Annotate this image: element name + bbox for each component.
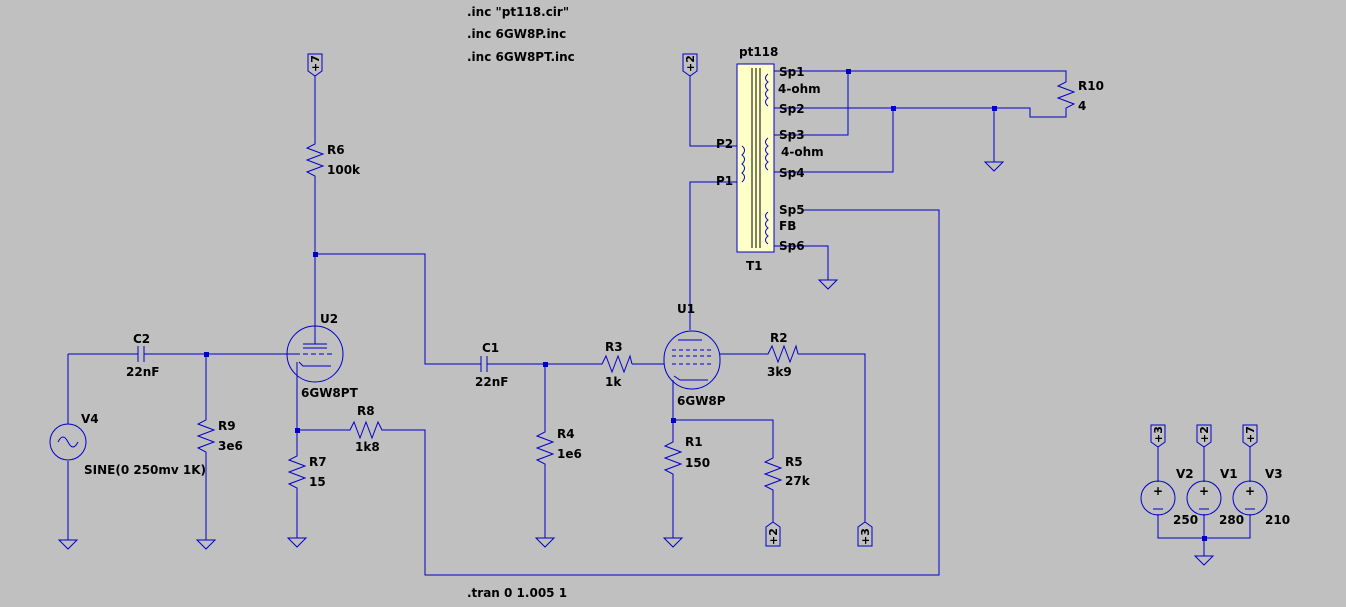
flag-plus2-supply-text: +2: [1198, 426, 1211, 443]
v1-value: 280: [1219, 513, 1244, 527]
pin-sp3: Sp3: [779, 128, 805, 142]
pin-p1: P1: [716, 174, 733, 188]
pin-sp2: Sp2: [779, 102, 805, 116]
resistor-r3[interactable]: R3 1k: [596, 340, 633, 389]
resistor-r7[interactable]: R7 15: [287, 450, 327, 492]
resistor-r6[interactable]: R6 100k: [305, 138, 361, 182]
c2-label: C2: [133, 332, 150, 346]
power-flags: +7 +2 +2 +3 +3 +2 +7: [307, 53, 1258, 547]
t1-model: pt118: [739, 45, 778, 59]
resistor-r5[interactable]: R5 27k: [763, 452, 811, 494]
flag-plus2-bottom-text: +2: [767, 528, 780, 545]
source-v2[interactable]: + V2 250: [1140, 467, 1198, 527]
wires: [67, 70, 1251, 576]
r8-value: 1k8: [355, 440, 380, 454]
r8-label: R8: [357, 404, 375, 418]
flag-plus3-supply[interactable]: +3: [1150, 424, 1166, 448]
label-4ohm-2: 4-ohm: [781, 145, 824, 159]
flag-plus7-supply[interactable]: +7: [1242, 424, 1258, 448]
r2-label: R2: [770, 331, 788, 345]
directive-tran[interactable]: .tran 0 1.005 1: [467, 586, 567, 600]
source-v3[interactable]: + V3 210: [1232, 467, 1290, 527]
c2-value: 22nF: [126, 365, 159, 379]
capacitor-c2[interactable]: C2 22nF: [126, 332, 159, 379]
u1-label: U1: [677, 302, 695, 316]
pin-p2: P2: [716, 137, 733, 151]
v1-label: V1: [1220, 467, 1238, 481]
v2-label: V2: [1176, 467, 1194, 481]
pin-sp4: Sp4: [779, 166, 805, 180]
resistor-r2[interactable]: R2 3k9: [762, 331, 799, 379]
svg-text:+: +: [1245, 484, 1255, 498]
v2-value: 250: [1173, 513, 1198, 527]
flag-plus2-bottom[interactable]: +2: [765, 521, 781, 547]
r9-value: 3e6: [218, 439, 243, 453]
svg-text:+: +: [1199, 484, 1209, 498]
tube-u1[interactable]: U1 6GW8P: [663, 302, 726, 408]
r10-value: 4: [1078, 99, 1086, 113]
r6-value: 100k: [327, 163, 361, 177]
directive-inc-6gw8p[interactable]: .inc 6GW8P.inc: [467, 27, 566, 41]
r6-label: R6: [327, 143, 345, 157]
directive-inc-6gw8pt[interactable]: .inc 6GW8PT.inc: [467, 50, 575, 64]
r5-value: 27k: [785, 474, 811, 488]
v4-value: SINE(0 250mv 1K): [84, 463, 206, 477]
resistor-r1[interactable]: R1 150: [663, 435, 710, 478]
flag-plus2-top[interactable]: +2: [682, 53, 698, 77]
pin-sp1: Sp1: [779, 65, 805, 79]
directive-inc-pt118[interactable]: .inc "pt118.cir": [467, 5, 569, 19]
r10-label: R10: [1078, 79, 1104, 93]
r4-label: R4: [557, 427, 575, 441]
r3-value: 1k: [605, 375, 622, 389]
resistor-r4[interactable]: R4 1e6: [535, 426, 582, 468]
v3-value: 210: [1265, 513, 1290, 527]
flag-plus7-supply-text: +7: [1244, 426, 1257, 443]
resistor-r8[interactable]: R8 1k8: [344, 404, 386, 454]
c1-label: C1: [482, 341, 499, 355]
r1-value: 150: [685, 456, 710, 470]
r2-value: 3k9: [767, 365, 792, 379]
r3-label: R3: [605, 340, 623, 354]
label-4ohm-1: 4-ohm: [778, 82, 821, 96]
flag-plus3-bottom-text: +3: [859, 528, 872, 545]
source-v4[interactable]: V4 SINE(0 250mv 1K): [49, 412, 206, 477]
r7-label: R7: [309, 455, 327, 469]
flag-plus2-top-text: +2: [684, 55, 697, 72]
u1-model: 6GW8P: [677, 394, 726, 408]
v3-label: V3: [1265, 467, 1283, 481]
flag-plus3-supply-text: +3: [1152, 426, 1165, 443]
flag-plus3-bottom[interactable]: +3: [857, 521, 873, 547]
resistor-r10[interactable]: R10 4: [1056, 78, 1104, 113]
source-v1[interactable]: + V1 280: [1186, 467, 1244, 527]
r9-label: R9: [218, 419, 236, 433]
flag-plus7-top[interactable]: +7: [307, 53, 323, 77]
svg-text:+: +: [1153, 484, 1163, 498]
junctions: [204, 69, 1207, 541]
resistor-r9[interactable]: R9 3e6: [196, 414, 243, 456]
label-fb: FB: [779, 219, 796, 233]
pin-sp6: Sp6: [779, 239, 805, 253]
t1-label: T1: [746, 259, 763, 273]
flag-plus2-supply[interactable]: +2: [1196, 424, 1212, 448]
u2-label: U2: [320, 312, 338, 326]
u2-model: 6GW8PT: [301, 386, 359, 400]
ground-symbols: [57, 161, 1215, 566]
r1-label: R1: [685, 435, 703, 449]
r7-value: 15: [309, 475, 326, 489]
transformer-t1[interactable]: pt118 T1 Sp1 4-ohm Sp2 Sp3 4-ohm Sp4 Sp5…: [716, 45, 824, 273]
r5-label: R5: [785, 455, 803, 469]
v4-label: V4: [81, 412, 99, 426]
capacitor-c1[interactable]: C1 22nF: [475, 341, 508, 389]
pin-sp5: Sp5: [779, 203, 805, 217]
tube-u2[interactable]: U2 6GW8PT: [286, 312, 359, 400]
r4-value: 1e6: [557, 447, 582, 461]
c1-value: 22nF: [475, 375, 508, 389]
flag-plus7-top-text: +7: [309, 55, 322, 72]
